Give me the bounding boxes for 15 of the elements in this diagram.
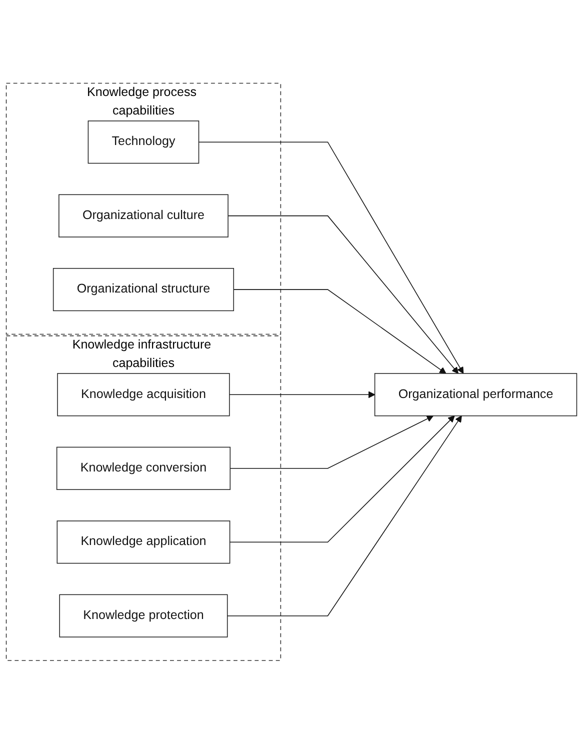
arrow xyxy=(230,416,434,469)
node-box: Knowledge acquisition xyxy=(57,373,230,416)
node-box: Technology xyxy=(88,120,200,164)
node-box: Knowledge conversion xyxy=(56,446,231,490)
arrow xyxy=(233,289,446,374)
arrow xyxy=(229,416,455,543)
node-box: Organizational structure xyxy=(52,268,234,312)
node-box: Organizational culture xyxy=(58,194,228,238)
arrow xyxy=(228,216,459,374)
arrow xyxy=(198,142,464,374)
arrow xyxy=(226,416,462,616)
arrow xyxy=(229,391,376,398)
node-box: Knowledge application xyxy=(56,520,230,564)
node-box: Knowledge protection xyxy=(59,594,228,638)
node-box: Organizational performance xyxy=(374,373,578,416)
